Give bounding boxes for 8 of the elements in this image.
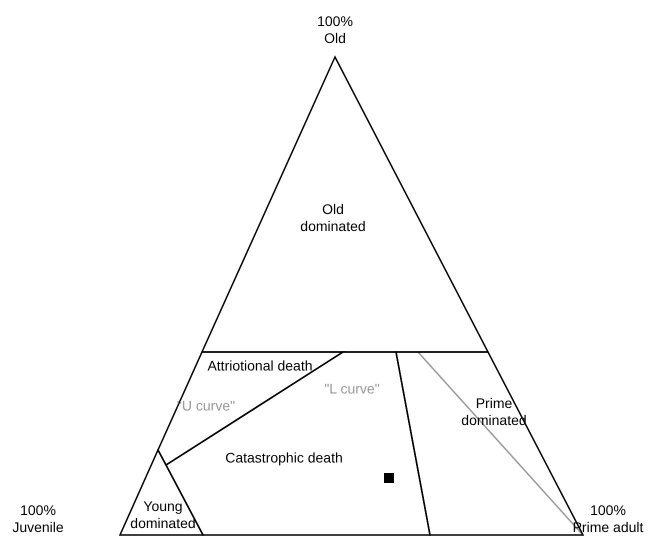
region-label: Young dominated [129,498,197,532]
region-label: Old dominated [299,201,367,235]
region-label: Catastrophic death [224,450,344,466]
region-label: Attriotional death [206,358,314,374]
curve-label: "U curve" [176,398,236,414]
corner-label: 100% Old [317,13,353,47]
curve-label: "L curve" [324,380,380,398]
corner-label: 100% Juvenile [12,502,64,536]
